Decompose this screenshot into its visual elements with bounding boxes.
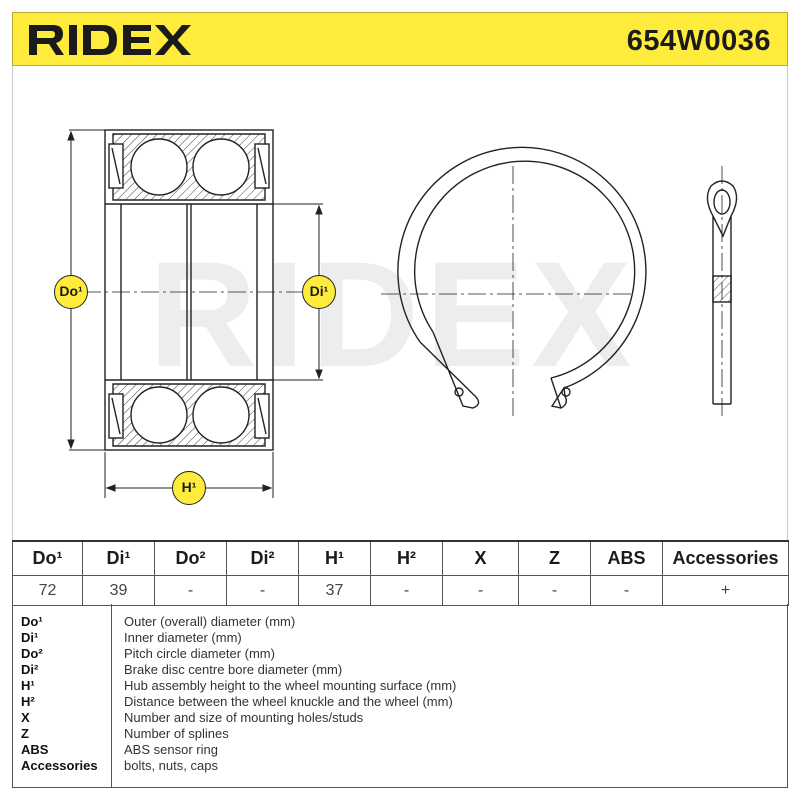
legend-divider bbox=[111, 604, 112, 787]
badge-di: Di¹ bbox=[302, 275, 336, 309]
legend-key: H² bbox=[21, 694, 35, 709]
circlip-drawing bbox=[397, 146, 647, 409]
legend-row: X Number and size of mounting holes/stud… bbox=[13, 710, 787, 726]
legend-row: ABS ABS sensor ring bbox=[13, 742, 787, 758]
technical-drawing: RIDEX bbox=[12, 66, 788, 540]
legend-key: Do¹ bbox=[21, 614, 43, 629]
specs-header-di2: Di² bbox=[226, 540, 299, 576]
specs-header-h2: H² bbox=[370, 540, 443, 576]
watermark: RIDEX bbox=[149, 230, 637, 398]
legend-row: Di² Brake disc centre bore diameter (mm) bbox=[13, 662, 787, 678]
legend-key: H¹ bbox=[21, 678, 35, 693]
specs-header-do2: Do² bbox=[154, 540, 227, 576]
legend-row: Do¹ Outer (overall) diameter (mm) bbox=[13, 614, 787, 630]
specs-header-row: Do¹ Di¹ Do² Di² H¹ H² X Z ABS Accessorie… bbox=[12, 540, 789, 576]
legend-desc: Pitch circle diameter (mm) bbox=[124, 646, 275, 661]
ridex-logo bbox=[29, 25, 191, 55]
specs-value-accessories: + bbox=[662, 575, 789, 606]
legend-row: Do² Pitch circle diameter (mm) bbox=[13, 646, 787, 662]
legend-desc: bolts, nuts, caps bbox=[124, 758, 218, 773]
legend-desc: Distance between the wheel knuckle and t… bbox=[124, 694, 453, 709]
specs-value-di1: 39 bbox=[82, 575, 155, 606]
specs-value-h1: 37 bbox=[298, 575, 371, 606]
specs-header-accessories: Accessories bbox=[662, 540, 789, 576]
legend-key: Di¹ bbox=[21, 630, 39, 645]
legend-desc: Brake disc centre bore diameter (mm) bbox=[124, 662, 343, 677]
specs-header-di1: Di¹ bbox=[82, 540, 155, 576]
bearing-drawing-svg: RIDEX bbox=[67, 129, 738, 498]
legend-desc: ABS sensor ring bbox=[124, 742, 218, 757]
specs-value-do1: 72 bbox=[12, 575, 83, 606]
legend-row: Accessories bolts, nuts, caps bbox=[13, 758, 787, 774]
legend-key: Do² bbox=[21, 646, 43, 661]
specs-header-h1: H¹ bbox=[298, 540, 371, 576]
specs-header-x: X bbox=[442, 540, 519, 576]
legend-key: Accessories bbox=[21, 758, 98, 773]
ball-bottom-right bbox=[192, 386, 250, 444]
specs-header-z: Z bbox=[518, 540, 591, 576]
legend-desc: Hub assembly height to the wheel mountin… bbox=[124, 678, 457, 693]
legend-key: Z bbox=[21, 726, 29, 741]
legend-desc: Number of splines bbox=[124, 726, 229, 741]
specs-header-abs: ABS bbox=[590, 540, 663, 576]
specs-value-do2: - bbox=[154, 575, 227, 606]
legend-desc: Outer (overall) diameter (mm) bbox=[124, 614, 296, 629]
legend-desc: Inner diameter (mm) bbox=[124, 630, 242, 645]
legend-desc: Number and size of mounting holes/studs bbox=[124, 710, 364, 725]
specs-value-x: - bbox=[442, 575, 519, 606]
specs-value-di2: - bbox=[226, 575, 299, 606]
legend-key: X bbox=[21, 710, 30, 725]
badge-do: Do¹ bbox=[54, 275, 88, 309]
legend: Do¹ Outer (overall) diameter (mm) Di¹ In… bbox=[12, 604, 788, 788]
legend-row: Z Number of splines bbox=[13, 726, 787, 742]
legend-row: Di¹ Inner diameter (mm) bbox=[13, 630, 787, 646]
badge-h: H¹ bbox=[172, 471, 206, 505]
part-number: 654W0036 bbox=[626, 25, 771, 57]
specs-value-row: 72 39 - - 37 - - - - + bbox=[12, 575, 789, 606]
specs-header-do1: Do¹ bbox=[12, 540, 83, 576]
legend-row: H² Distance between the wheel knuckle an… bbox=[13, 694, 787, 710]
specs-value-abs: - bbox=[590, 575, 663, 606]
specs-value-z: - bbox=[518, 575, 591, 606]
specs-value-h2: - bbox=[370, 575, 443, 606]
ball-top-right bbox=[192, 138, 250, 196]
legend-row: H¹ Hub assembly height to the wheel moun… bbox=[13, 678, 787, 694]
legend-key: ABS bbox=[21, 742, 49, 757]
specs-table: Do¹ Di¹ Do² Di² H¹ H² X Z ABS Accessorie… bbox=[12, 540, 789, 606]
bearing-outline bbox=[104, 129, 274, 451]
ball-top-left bbox=[130, 138, 188, 196]
ball-bottom-left bbox=[130, 386, 188, 444]
legend-key: Di² bbox=[21, 662, 39, 677]
header-bar: 654W0036 bbox=[12, 12, 788, 66]
